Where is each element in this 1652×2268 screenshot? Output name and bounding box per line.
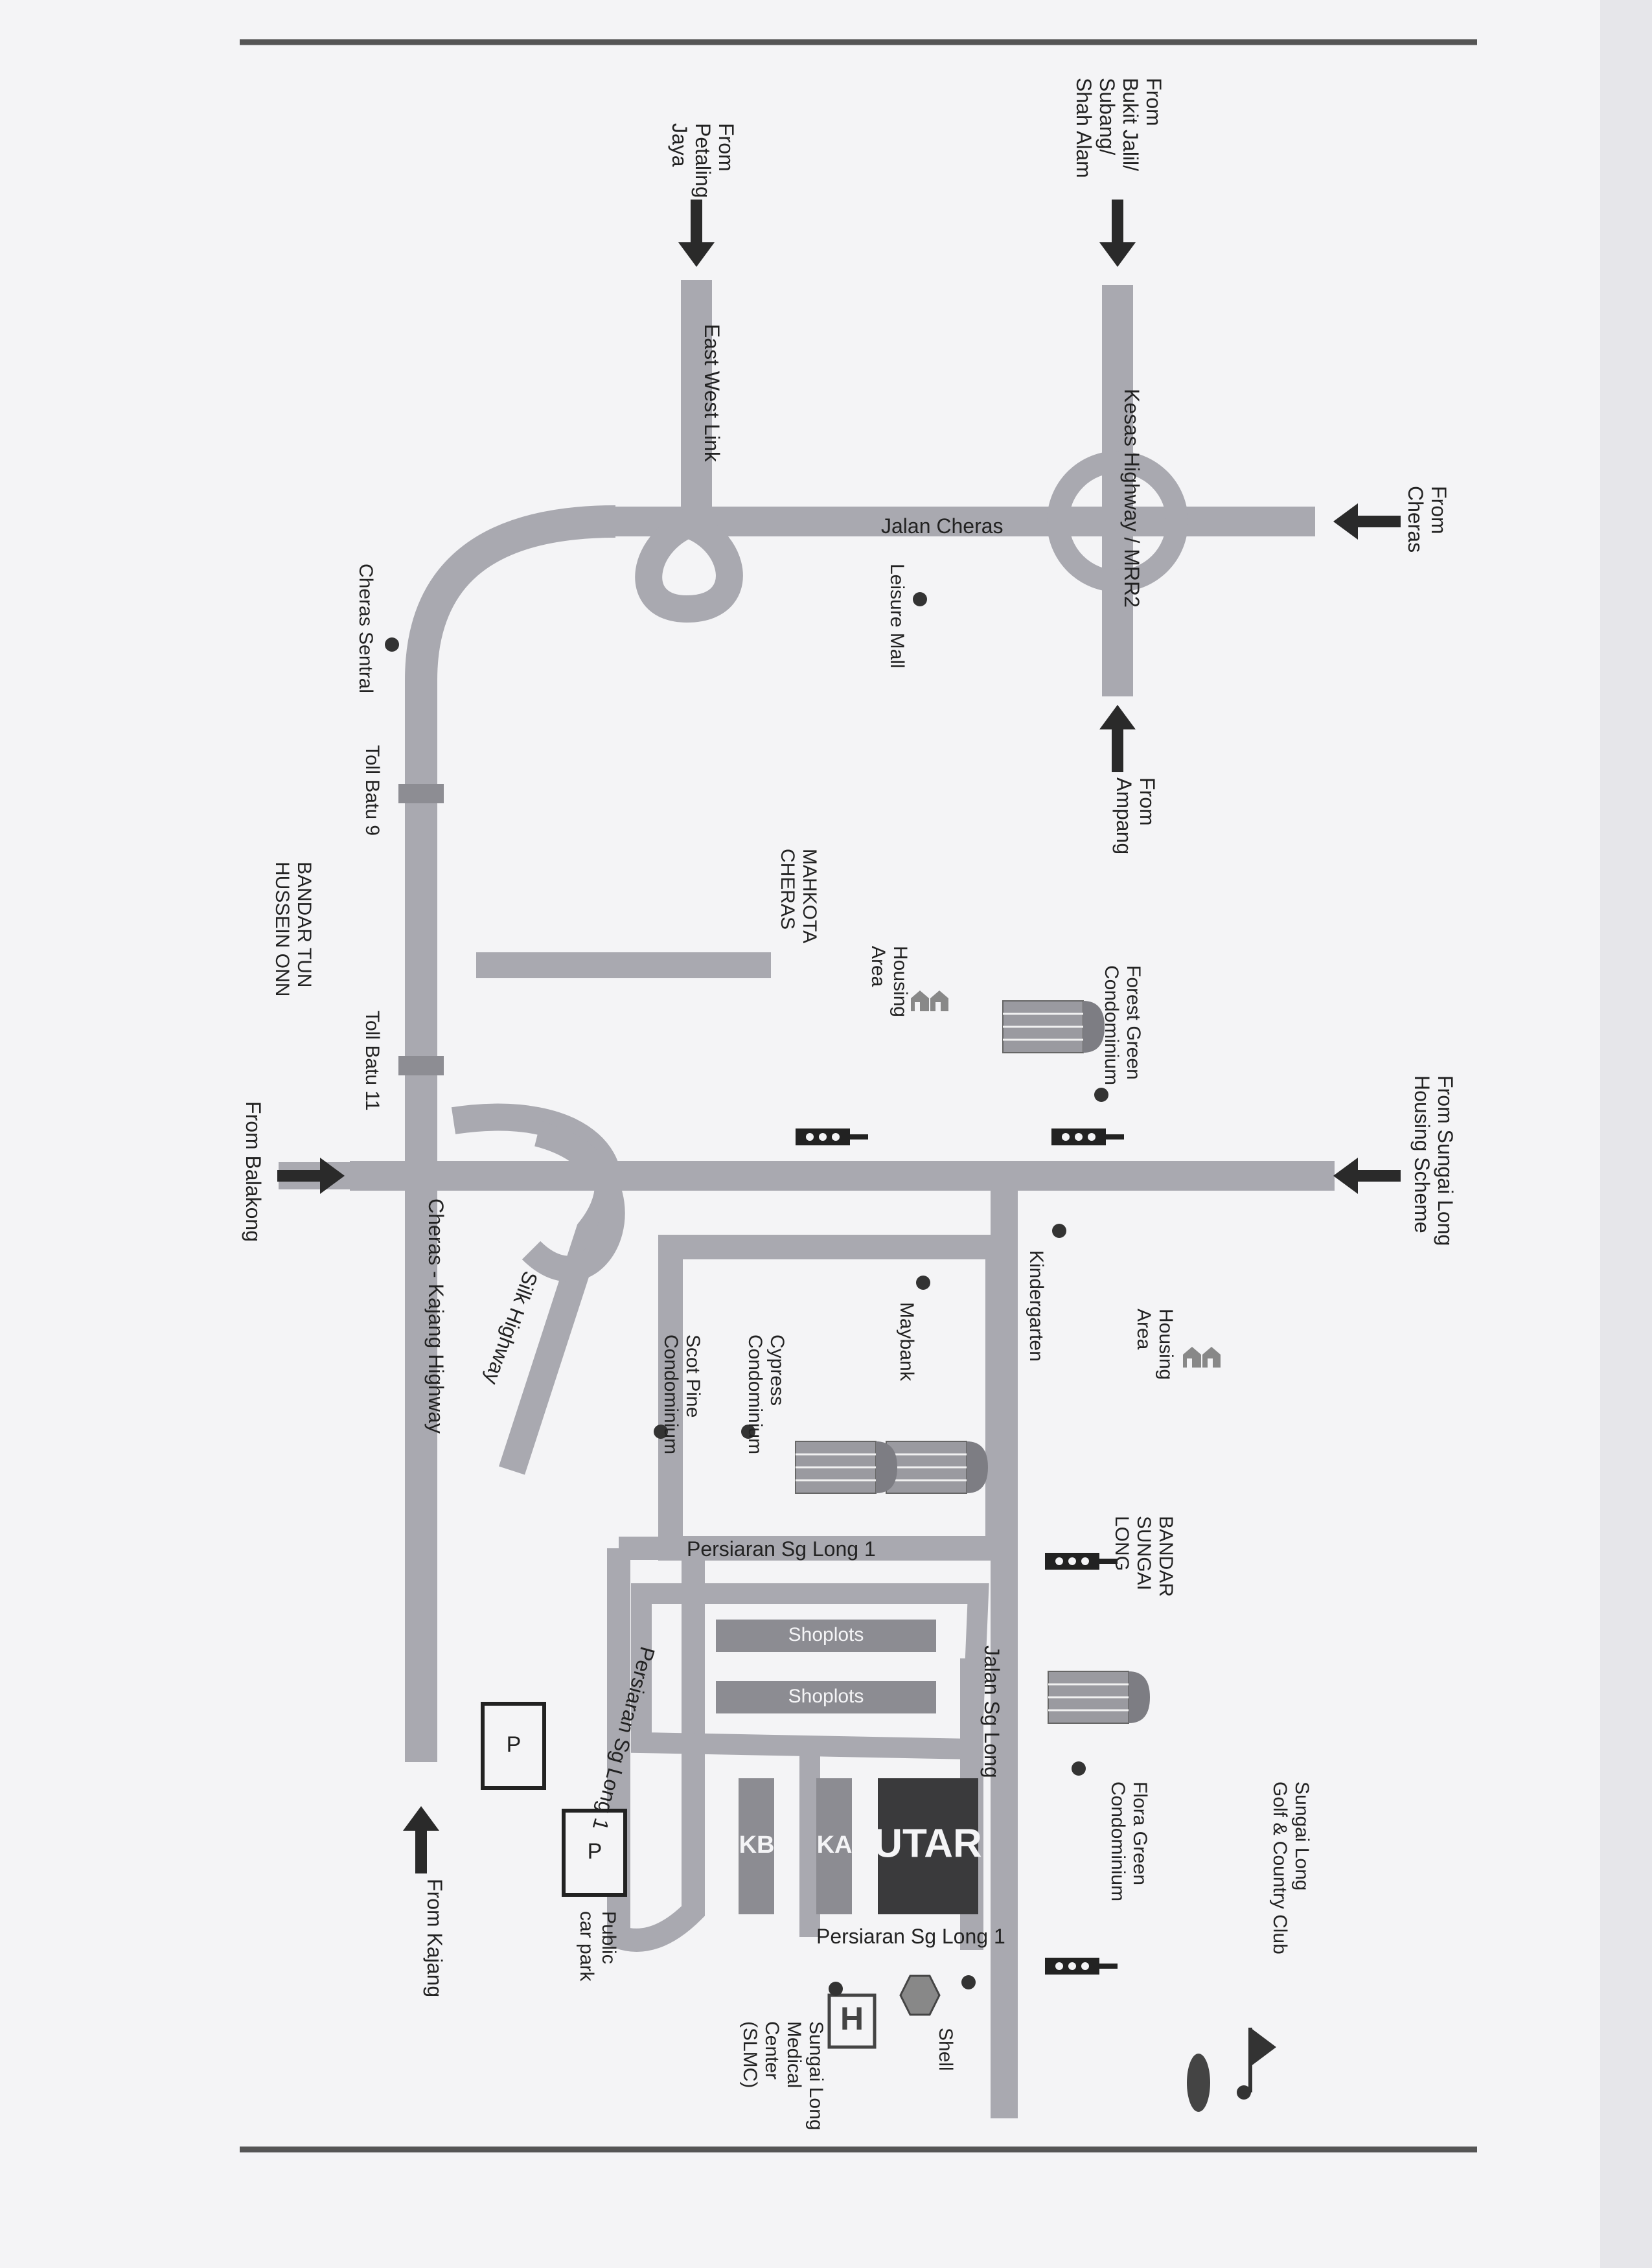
scot-pine-building-icon (794, 1440, 899, 1495)
jalan-cheras-curve-road (405, 505, 616, 1762)
bandar-tun-hussein-onn-label: BANDAR TUN HUSSEIN ONN (271, 862, 315, 996)
hospital-block: H (827, 1993, 877, 2049)
shell-label: Shell (935, 2028, 956, 2071)
from-cheras-label: From Cheras (1404, 486, 1451, 553)
utar-logo-text: UTAR (873, 1821, 982, 1866)
shoplots-2-label: Shoplots (788, 1686, 864, 1707)
kesas-highway-label: Kesas Highway / MRR2 (1120, 389, 1143, 608)
housing-area-1-label: Housing Area (867, 946, 911, 1022)
shoplots-1-label: Shoplots (788, 1624, 864, 1645)
jalan-sg-long-label: Jalan Sg Long (980, 1645, 1004, 1778)
kesas-roundabout (1047, 451, 1188, 592)
persiaran-sg-long-1-road (607, 1537, 998, 1952)
maybank-dot-icon (916, 1276, 930, 1290)
housing-area-1-icon (911, 991, 948, 1011)
kindergarten-dot-icon (1052, 1224, 1066, 1238)
flora-green-label: Flora Green Condominium (1107, 1781, 1151, 1901)
leisure-mall-label: Leisure Mall (886, 564, 908, 669)
arrow-from-ampang-icon (1099, 705, 1136, 772)
hospital-symbol: H (840, 2000, 864, 2037)
east-west-link-label: East West Link (700, 324, 724, 463)
parking-2-box: P (562, 1809, 627, 1897)
bandar-sungai-long-label: BANDAR SUNGAI LONG (1111, 1516, 1176, 1602)
cypress-building-icon (885, 1440, 989, 1495)
golf-club-label: Sungai Long Golf & Country Club (1269, 1781, 1313, 1954)
from-bukit-jalil-label: From Bukit Jalil/ Subang/ Shah Alam (1072, 78, 1165, 178)
arrow-from-sungai-long-icon (1333, 1158, 1401, 1194)
toll-batu-9-label: Toll Batu 9 (361, 745, 383, 836)
public-car-park-label: Public car park (576, 1911, 619, 1982)
from-sungai-long-label: From Sungai Long Housing Scheme (1410, 1075, 1457, 1252)
kb-label: KB (739, 1831, 775, 1859)
scot-pine-label: Scot Pine Condominium (660, 1334, 704, 1454)
traffic-light-icon (1045, 1958, 1118, 1975)
silk-highway-loop-road (522, 1121, 625, 1282)
mahkota-cheras-label: MAHKOTA CHERAS (777, 849, 820, 948)
arrow-from-bukit-jalil-icon (1099, 200, 1136, 267)
parking-1-box: P (481, 1702, 546, 1790)
toll-batu-11-label: Toll Batu 11 (361, 1011, 383, 1111)
scan-edge-strip (1600, 0, 1652, 2268)
east-west-loop-road (635, 508, 743, 623)
parking-2-symbol: P (588, 1839, 602, 1864)
cheras-sentral-label: Cheras Sentral (355, 564, 376, 693)
from-balakong-label: From Balakong (242, 1101, 265, 1242)
jalan-cheras-label: Jalan Cheras (881, 514, 1004, 538)
arrow-from-kajang-icon (403, 1806, 439, 1873)
rotated-map-layer: Shoplots Shoplots KB KA UTAR P P (242, 78, 1457, 2136)
forest-green-label: Forest Green Condominium (1101, 965, 1144, 1085)
traffic-light-icon (1045, 1553, 1118, 1570)
parking-1-symbol: P (507, 1732, 522, 1757)
flora-green-building-icon (1047, 1670, 1151, 1724)
from-kajang-label: From Kajang (423, 1879, 446, 1997)
toll-batu-11-plaza (398, 1056, 444, 1075)
cheras-sentral-dot-icon (385, 637, 399, 652)
kindergarten-label: Kindergarten (1026, 1250, 1047, 1362)
slmc-label: Sungai Long Medical Center (SLMC) (739, 2021, 827, 2136)
from-petaling-jaya-label: From Petaling Jaya (668, 123, 738, 204)
maybank-block-road (658, 1235, 1010, 1561)
forest-green-building-icon (1002, 1000, 1106, 1054)
traffic-light-icon (796, 1128, 868, 1145)
traffic-light-icon (1051, 1128, 1124, 1145)
utar-block: UTAR (873, 1778, 982, 1914)
arrow-from-cheras-icon (1333, 503, 1401, 540)
shoplots-2-block: Shoplots (716, 1681, 936, 1713)
maybank-label: Maybank (896, 1302, 917, 1382)
toll-batu-9-plaza (398, 784, 444, 803)
ka-block: KA (816, 1778, 852, 1914)
from-ampang-label: From Ampang (1112, 777, 1159, 854)
ka-label: KA (817, 1831, 853, 1859)
leisure-mall-dot-icon (913, 592, 927, 606)
kb-block: KB (739, 1778, 774, 1914)
housing-area-2-label: Housing Area (1133, 1309, 1176, 1385)
persiaran-sg-long-3-label: Persiaran Sg Long 1 (816, 1925, 1005, 1948)
forest-green-dot-icon (1094, 1088, 1108, 1102)
shell-dot-icon (961, 1975, 976, 1989)
cheras-kajang-highway-label: Cheras - Kajang Highway (424, 1198, 448, 1434)
persiaran-sg-long-1-label: Persiaran Sg Long 1 (687, 1537, 876, 1561)
arrow-from-petaling-jaya-icon (678, 200, 715, 267)
housing-area-2-icon (1183, 1347, 1221, 1368)
shell-station-icon (899, 1975, 941, 2016)
slmc-dot-icon (829, 1982, 843, 1996)
cypress-label: Cypress Condominium (744, 1334, 788, 1454)
shoplots-1-block: Shoplots (716, 1620, 936, 1652)
road-network (279, 280, 1335, 2118)
golf-flag-icon (1187, 2028, 1276, 2112)
flora-green-dot-icon (1072, 1761, 1086, 1776)
